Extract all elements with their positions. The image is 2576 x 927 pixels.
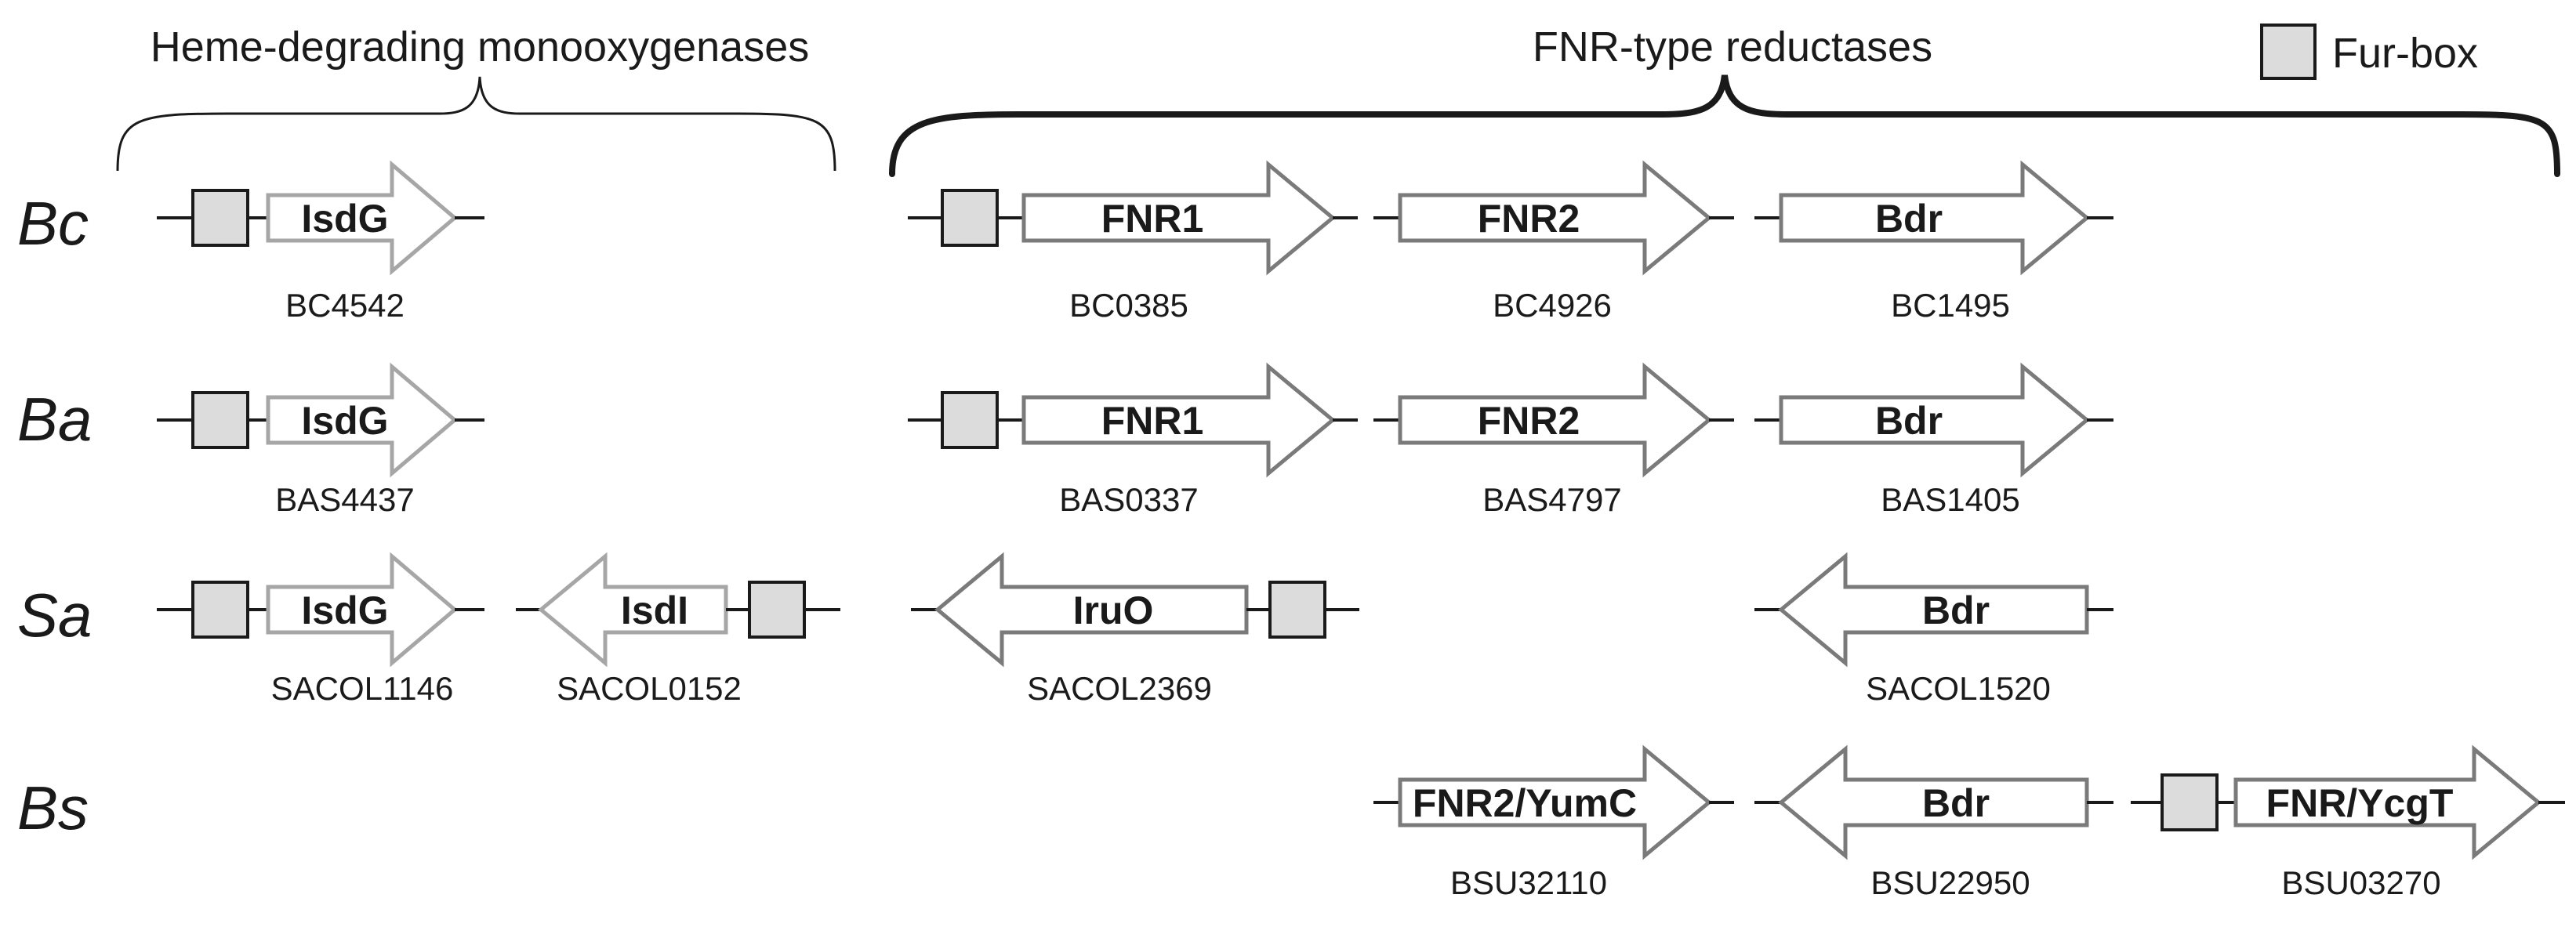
gene-sa-isdg: IsdG SACOL1146	[157, 552, 484, 707]
gene-name: Bdr	[1875, 197, 1943, 241]
gene-locus: SACOL1520	[1866, 670, 2051, 707]
gene-arrow	[266, 362, 458, 478]
gene-ba-fnr1: FNR1 BAS0337	[908, 362, 1358, 518]
organism-ba: Ba	[17, 385, 92, 454]
fur-box	[191, 391, 249, 449]
gene-locus: BSU22950	[1870, 864, 2030, 901]
gene-name: Bdr	[1922, 588, 1990, 632]
gene-name: IsdG	[301, 588, 388, 632]
fur-box	[941, 189, 999, 247]
organism-bc: Bc	[17, 189, 89, 258]
gene-name: FNR1	[1101, 399, 1204, 443]
gene-name: Bdr	[1922, 781, 1990, 825]
gene-bc-isdg: IsdG BC4542	[157, 160, 484, 324]
gene-name: IsdG	[301, 399, 388, 443]
gene-locus: BC4542	[285, 287, 405, 324]
fur-box	[191, 189, 249, 247]
gene-locus: SACOL0152	[557, 670, 742, 707]
gene-arrow	[1779, 362, 2090, 478]
legend-furbox-label: Fur-box	[2332, 30, 2478, 77]
brace-fnr	[889, 74, 2560, 177]
gene-ba-fnr2: FNR2 BAS4797	[1373, 362, 1734, 518]
brace-heme	[116, 76, 836, 172]
gene-name: FNR1	[1101, 197, 1204, 241]
gene-arrow	[2233, 744, 2542, 860]
gene-locus: BAS4797	[1482, 481, 1621, 518]
gene-arrow	[1021, 160, 1336, 276]
gene-sa-bdr: Bdr SACOL1520	[1754, 552, 2113, 707]
gene-arrow	[1398, 362, 1712, 478]
gene-locus: BC4926	[1493, 287, 1612, 324]
fur-box	[941, 391, 999, 449]
gene-arrow	[266, 160, 458, 276]
gene-locus: BAS0337	[1059, 481, 1198, 518]
gene-bs-bdr: Bdr BSU22950	[1754, 744, 2113, 901]
fur-box	[748, 581, 806, 639]
gene-bc-bdr: Bdr BC1495	[1754, 160, 2113, 324]
gene-ba-isdg: IsdG BAS4437	[157, 362, 484, 518]
gene-locus: BAS1405	[1881, 481, 2019, 518]
gene-bc-fnr1: FNR1 BC0385	[908, 160, 1358, 324]
gene-locus: SACOL1146	[271, 670, 454, 707]
gene-locus: BAS4437	[275, 481, 414, 518]
gene-locus: BSU03270	[2281, 864, 2440, 901]
gene-ba-bdr: Bdr BAS1405	[1754, 362, 2113, 518]
gene-name: IsdI	[621, 588, 688, 632]
gene-sa-isdi: IsdI SACOL0152	[516, 552, 840, 707]
gene-sa-iruo: IruO SACOL2369	[911, 552, 1359, 707]
gene-name: FNR2/YumC	[1413, 781, 1637, 825]
legend-furbox-swatch	[2260, 24, 2317, 80]
organism-bs: Bs	[17, 773, 89, 842]
gene-name: IruO	[1073, 588, 1154, 632]
gene-locus: SACOL2369	[1027, 670, 1212, 707]
gene-name: FNR/YcgT	[2266, 781, 2454, 825]
gene-bs-fnr2-yumc: FNR2/YumC BSU32110	[1373, 744, 1734, 901]
gene-arrow	[1398, 160, 1712, 276]
gene-arrow	[1779, 160, 2090, 276]
header-fnr-type: FNR-type reductases	[1533, 24, 1932, 71]
gene-locus: BC1495	[1891, 287, 2010, 324]
gene-arrow	[266, 552, 458, 668]
header-heme-degrading: Heme-degrading monooxygenases	[151, 24, 810, 71]
gene-name: FNR2	[1478, 399, 1580, 443]
gene-arrow	[1021, 362, 1336, 478]
gene-name: Bdr	[1875, 399, 1943, 443]
fur-box	[1268, 581, 1326, 639]
gene-bc-fnr2: FNR2 BC4926	[1373, 160, 1734, 324]
gene-bs-fnr-ycgt: FNR/YcgT BSU03270	[2131, 744, 2565, 901]
gene-name: FNR2	[1478, 197, 1580, 241]
fur-box	[191, 581, 249, 639]
gene-locus: BC0385	[1069, 287, 1188, 324]
gene-arrow	[1398, 744, 1712, 860]
gene-locus: BSU32110	[1450, 864, 1607, 901]
gene-name: IsdG	[301, 197, 388, 241]
organism-sa: Sa	[17, 581, 92, 650]
fur-box	[2161, 773, 2219, 831]
